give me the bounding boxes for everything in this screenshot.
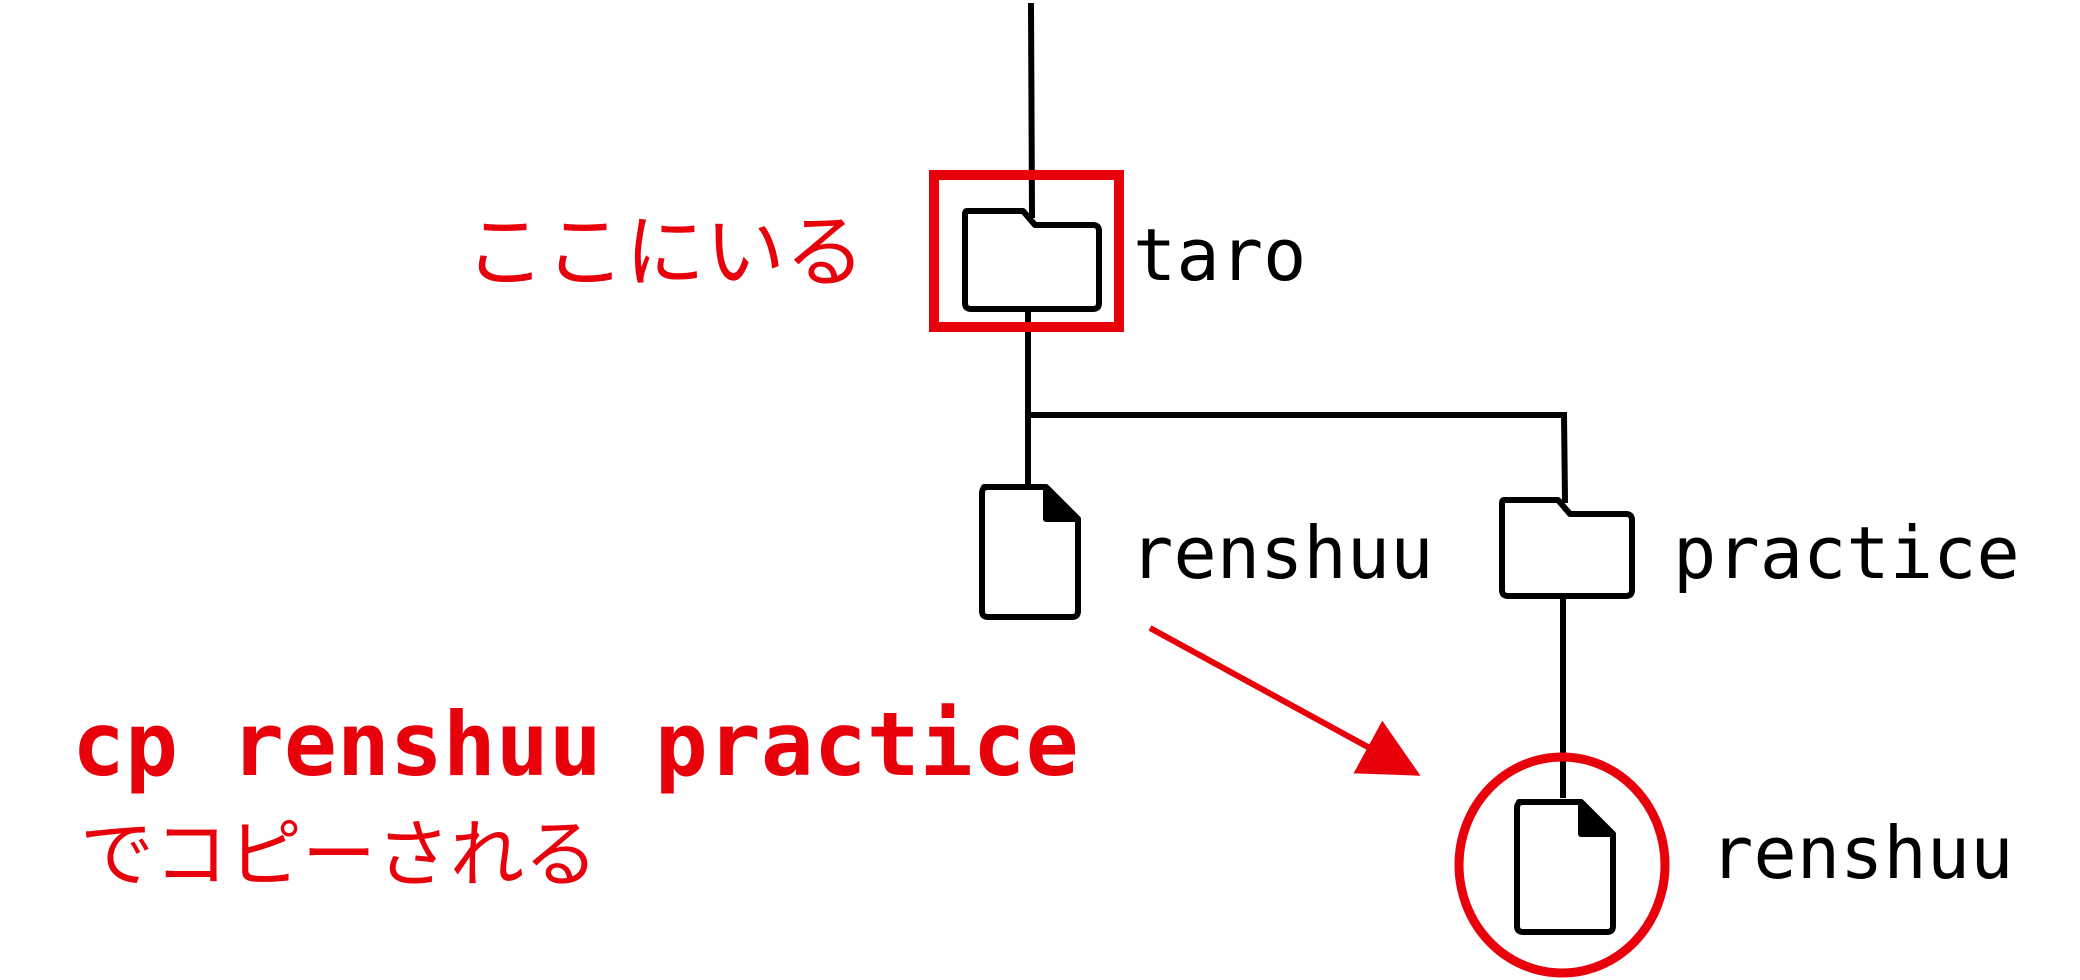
copied-file-highlight	[1454, 752, 1670, 978]
folder-label-taro: taro	[1133, 213, 1306, 297]
folder-icon	[1499, 497, 1635, 599]
command-result-label: でコピーされる	[80, 812, 598, 898]
copy-arrow	[1148, 625, 1421, 776]
folder-label-practice: practice	[1673, 511, 2020, 595]
connector-to-practice	[1560, 411, 1569, 504]
connector-parent-to-taro	[1027, 2, 1036, 219]
file-icon	[979, 484, 1081, 620]
file-icon	[1514, 799, 1616, 935]
file-label-renshuu: renshuu	[1130, 511, 1433, 595]
tree-connectors	[1025, 2, 1569, 798]
current-location-highlight	[929, 170, 1124, 332]
folder-icon	[962, 208, 1102, 312]
command-text: cp renshuu practice	[72, 693, 1079, 796]
copied-file-label: renshuu	[1710, 811, 2013, 895]
current-location-label: ここにいる	[465, 206, 865, 299]
